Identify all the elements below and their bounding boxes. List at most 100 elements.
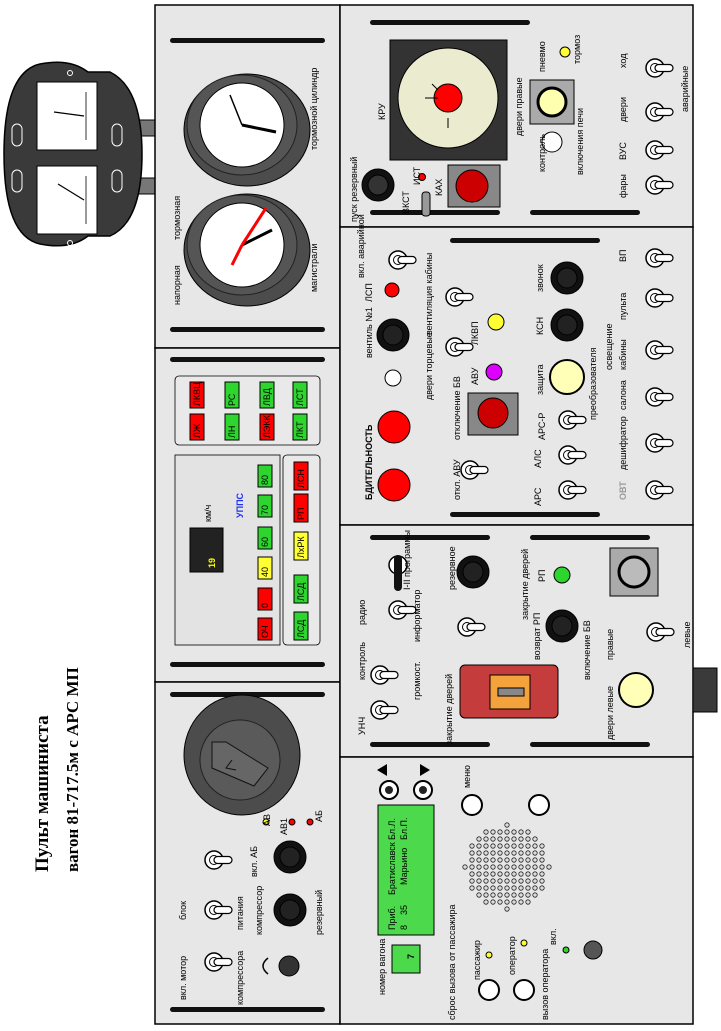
upps-lamp-label: ЛН (227, 426, 237, 438)
speaker-hole (483, 857, 489, 863)
label-pusk: пуск резервный (349, 157, 359, 222)
toggle-switch[interactable] (388, 600, 417, 620)
upps-lamp: 70 (257, 494, 273, 518)
program-selector[interactable] (388, 555, 408, 591)
toggle-switch[interactable] (645, 480, 674, 500)
speaker-hole (490, 843, 496, 849)
label-otkl-avu: откл. АВУ (452, 459, 462, 500)
toggle-switch[interactable] (457, 617, 486, 637)
toggle-switch[interactable] (204, 850, 233, 870)
toggle-switches (204, 58, 675, 972)
speaker-hole (532, 836, 538, 842)
label-rezervnoe: резервное (447, 546, 457, 590)
label-pravye: правые (605, 629, 615, 660)
upps-lamp: ЛКВЦ (189, 381, 205, 409)
label-napornaya: напорная (172, 265, 182, 305)
label-vkl-pechi: включения печи (575, 108, 585, 175)
label-zashchita: защита (535, 364, 545, 395)
speaker-hole (511, 885, 517, 891)
speaker-hole (490, 836, 496, 842)
speaker-hole (525, 857, 531, 863)
toggle-switch[interactable] (370, 700, 399, 720)
title-line2: вагон 81-717.5м с АРС МП (63, 667, 82, 872)
brake-line-gauge (183, 193, 311, 307)
toggle-switch[interactable] (645, 102, 674, 122)
speaker-hole (532, 864, 538, 870)
speaker-hole (476, 843, 482, 849)
label-bditelnost: БДИТЕЛЬНОСТЬ (364, 424, 374, 500)
speaker-hole (483, 829, 489, 835)
label-rp: РП (537, 570, 547, 582)
speaker-hole (483, 864, 489, 870)
upps-lamp: ЛВД (259, 381, 275, 409)
speaker-hole (525, 864, 531, 870)
upps-lamp: ОЧ (257, 617, 273, 641)
upps-lamp-label: ЛхРК (296, 536, 306, 558)
speaker-hole (490, 878, 496, 884)
speaker-hole (518, 885, 524, 891)
speed-readout: 19 (207, 558, 217, 568)
toggle-switch[interactable] (645, 433, 674, 453)
upps-lamp-label: ЛКТ (295, 421, 305, 438)
speaker-hole (539, 857, 545, 863)
toggle-switch[interactable] (558, 445, 587, 465)
toggle-switch[interactable] (204, 952, 233, 972)
label-passazhir: пассажир (472, 940, 482, 980)
upps-lamp-label: ЛСД (296, 583, 306, 601)
upps-lamp: РС (224, 381, 240, 409)
speaker-hole (476, 892, 482, 898)
label-kabiny: кабины (618, 339, 628, 370)
label-kontrol: контроль (537, 134, 547, 172)
speaker-hole (483, 892, 489, 898)
toggle-switch[interactable] (388, 250, 417, 270)
toggle-switch[interactable] (445, 337, 474, 357)
door-close-switch (459, 664, 559, 719)
label-blok: блок (178, 901, 188, 920)
speaker-hole (504, 857, 510, 863)
speaker-hole (469, 864, 475, 870)
upps-lamp: ЛЭКК (259, 413, 275, 441)
speaker-hole (546, 864, 552, 870)
upps-lamp-label: РС (227, 393, 237, 406)
speaker-hole (532, 885, 538, 891)
toggle-switch[interactable] (558, 480, 587, 500)
toggle-switch[interactable] (460, 460, 489, 480)
toggle-switch[interactable] (645, 58, 674, 78)
speaker-hole (490, 899, 496, 905)
speaker-hole (504, 885, 510, 891)
label-vkl-motor: вкл. мотор (178, 956, 188, 1000)
label-vkl-bv: включение БВ (582, 620, 592, 680)
speaker-hole (469, 878, 475, 884)
toggle-switch[interactable] (645, 140, 674, 160)
toggle-switch[interactable] (645, 387, 674, 407)
speaker-hole (476, 864, 482, 870)
speaker-hole (518, 864, 524, 870)
speaker-hole (539, 878, 545, 884)
speaker-hole (539, 850, 545, 856)
toggle-switch[interactable] (646, 622, 675, 642)
toggle-switch[interactable] (204, 900, 233, 920)
label-kah: КАХ (434, 179, 444, 196)
lcd-line-4: 8 (399, 925, 409, 930)
label-brake-cylinder: тормозной цилиндр (309, 68, 319, 150)
label-magistrali: магистрали (309, 244, 319, 292)
speaker-hole (483, 871, 489, 877)
speaker-hole (476, 885, 482, 891)
label-av: АВ (262, 814, 272, 826)
upps-lamp: 60 (257, 526, 273, 550)
toggle-switch[interactable] (370, 665, 399, 685)
label-vozvrat-rp: возврат РП (532, 613, 542, 660)
speaker-hole (497, 878, 503, 884)
toggle-switch[interactable] (645, 175, 674, 195)
toggle-switch[interactable] (645, 248, 674, 268)
speaker-hole (483, 843, 489, 849)
toggle-switch[interactable] (645, 288, 674, 308)
toggle-switch[interactable] (645, 340, 674, 360)
upps-lamps: ЛКВЦЛЖРСЛНЛВДЛЭККЛСТЛКТ807060400ОЧЛСНРПЛ… (189, 381, 309, 641)
speaker-hole (525, 892, 531, 898)
toggle-switch[interactable] (445, 287, 474, 307)
toggle-switch[interactable] (558, 410, 587, 430)
label-vkl-ab: вкл. АБ (249, 846, 259, 877)
